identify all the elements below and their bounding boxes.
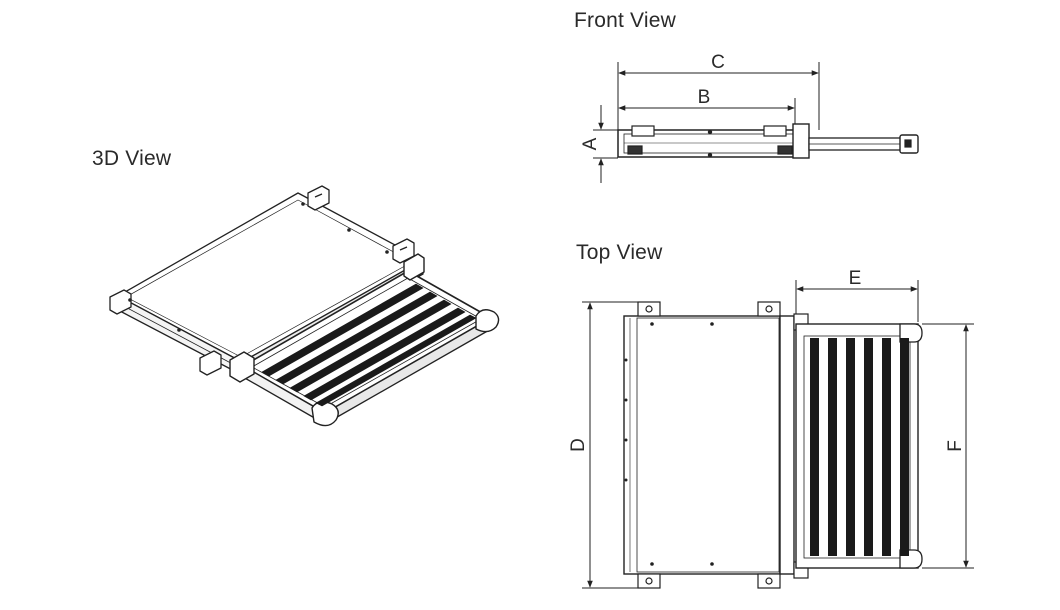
front-end-cap — [792, 123, 810, 159]
front-dimensions — [593, 62, 820, 183]
top-bracket-br — [757, 573, 781, 589]
title-top-view: Top View — [576, 241, 663, 264]
front-bracket-left — [631, 125, 655, 137]
dim-e-label: E — [849, 268, 862, 289]
dim-c-label: C — [711, 52, 725, 73]
dim-f-label: F — [945, 440, 966, 452]
top-housing — [623, 315, 781, 575]
top-step-treads — [810, 338, 909, 556]
top-end-rail — [779, 315, 795, 575]
dim-d-label: D — [568, 438, 589, 452]
top-bracket-bl — [637, 573, 661, 589]
title-front-view: Front View — [574, 9, 676, 32]
top-view-drawing — [623, 301, 923, 589]
top-bracket-tl — [637, 301, 661, 317]
dim-a-label: A — [580, 137, 601, 150]
iso-housing-rivets — [128, 202, 389, 332]
iso-bracket-rear — [307, 185, 330, 211]
front-view-drawing — [617, 123, 919, 159]
iso-bracket-left — [109, 289, 132, 315]
top-housing-rivets — [624, 322, 714, 566]
front-bracket-right — [763, 125, 787, 137]
top-dimensions — [582, 280, 974, 589]
iso-step-assembly — [109, 185, 500, 427]
title-3d-view: 3D View — [92, 147, 172, 170]
top-step-cap-top — [899, 323, 923, 343]
dim-b-label: B — [698, 87, 711, 108]
iso-step-corner-caps — [229, 253, 500, 427]
iso-bracket-front — [199, 350, 222, 376]
top-bracket-tr — [757, 301, 781, 317]
iso-step-treads — [261, 283, 477, 407]
